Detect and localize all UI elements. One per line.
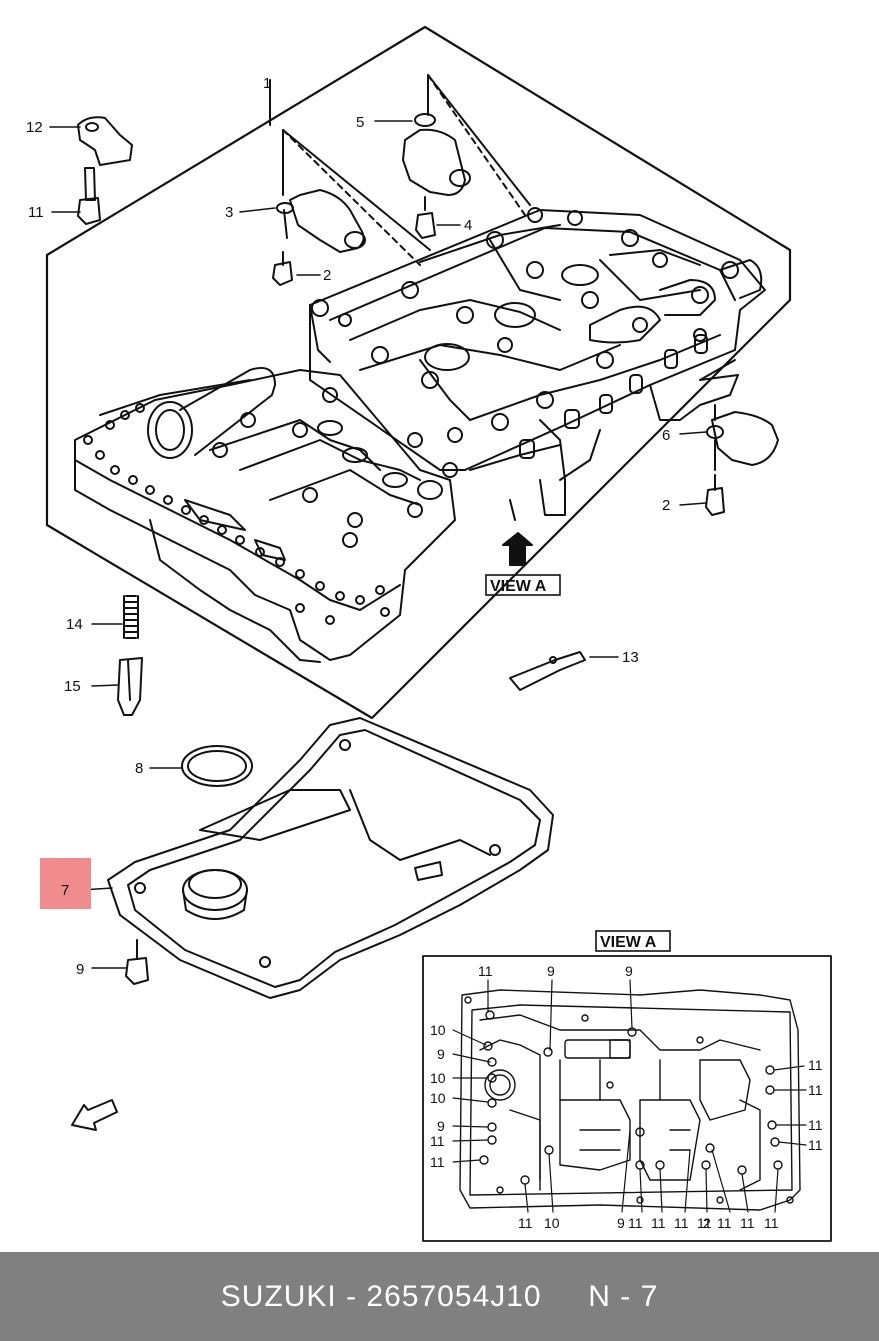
inset-bottom-6: 11 bbox=[697, 1215, 712, 1231]
part-number: 2657054J10 bbox=[366, 1280, 542, 1313]
inset-bottom-4: 11 bbox=[651, 1215, 666, 1231]
callout-4: 4 bbox=[464, 217, 472, 234]
inset-bottom-1: 10 bbox=[544, 1215, 560, 1231]
solenoid-5-illustration bbox=[402, 74, 531, 216]
inset-right-1: 11 bbox=[808, 1082, 823, 1098]
inset-left-3: 10 bbox=[430, 1090, 446, 1106]
inset-bottom-0: 11 bbox=[518, 1215, 533, 1231]
inset-top-2: 9 bbox=[625, 963, 633, 979]
o-ring-8-illustration bbox=[181, 745, 253, 787]
parts-diagram: 1 2 2 3 4 5 6 8 9 11 12 13 14 15 VIEW A … bbox=[26, 25, 832, 1242]
view-a-label-inset: VIEW A bbox=[600, 934, 657, 951]
bracket-13-illustration bbox=[509, 651, 586, 691]
valve-body-upper-illustration bbox=[309, 209, 766, 521]
oil-strainer-7-illustration bbox=[107, 717, 554, 999]
inset-left-1: 9 bbox=[437, 1046, 445, 1062]
callout-2-right: 2 bbox=[662, 497, 670, 514]
brand-name: SUZUKI bbox=[220, 1280, 337, 1313]
callout-14: 14 bbox=[66, 616, 83, 633]
callout-8: 8 bbox=[135, 760, 143, 777]
assembly-frame bbox=[45, 25, 792, 720]
inset-bottom-8: 11 bbox=[717, 1215, 732, 1231]
footer-caption: SUZUKI - 2657054J10 N - 7 bbox=[0, 1252, 879, 1341]
spring-14-illustration bbox=[123, 595, 139, 639]
footer-bar: SUZUKI - 2657054J10 N - 7 bbox=[0, 1252, 879, 1341]
solenoid-3-illustration bbox=[276, 129, 431, 266]
page-reference: N - 7 bbox=[588, 1280, 659, 1313]
front-valves-illustration bbox=[147, 366, 458, 548]
inset-bottom-10: 11 bbox=[764, 1215, 779, 1231]
callout-7-highlight bbox=[40, 858, 91, 909]
inset-left-0: 10 bbox=[430, 1022, 446, 1038]
fwd-arrow-icon bbox=[71, 1099, 118, 1131]
solenoid-6-illustration bbox=[706, 404, 779, 471]
inset-bottom-5: 11 bbox=[674, 1215, 689, 1231]
callout-7: 7 bbox=[61, 882, 69, 899]
inset-right-2: 11 bbox=[808, 1117, 823, 1133]
inset-bottom-9: 11 bbox=[740, 1215, 755, 1231]
callout-12: 12 bbox=[26, 119, 43, 136]
callout-13: 13 bbox=[622, 649, 639, 666]
bolt-illustrations bbox=[77, 167, 725, 985]
inset-left-4: 9 bbox=[437, 1118, 445, 1134]
inset-right-0: 11 bbox=[808, 1057, 823, 1073]
callout-5: 5 bbox=[356, 114, 364, 131]
bolt-heads-upper bbox=[311, 207, 739, 443]
inset-top-0: 11 bbox=[478, 963, 493, 979]
caption-separator: - bbox=[336, 1280, 367, 1313]
inset-bottom-7: 2 bbox=[703, 1215, 711, 1231]
callout-6: 6 bbox=[662, 427, 670, 444]
callout-2-top: 2 bbox=[323, 267, 331, 284]
inset-left-6: 11 bbox=[430, 1154, 445, 1170]
valve-body-lower-illustration bbox=[74, 369, 456, 663]
callout-15: 15 bbox=[64, 678, 81, 695]
view-a-arrow bbox=[502, 532, 533, 566]
inset-left-5: 11 bbox=[430, 1133, 445, 1149]
inset-top-1: 9 bbox=[547, 963, 555, 979]
callout-9: 9 bbox=[76, 961, 84, 978]
view-a-inset-illustration bbox=[459, 989, 801, 1211]
bracket-12-illustration bbox=[77, 116, 133, 166]
view-a-label-main: VIEW A bbox=[490, 578, 547, 595]
inset-bottom-2: 9 bbox=[617, 1215, 625, 1231]
inset-left-2: 10 bbox=[430, 1070, 446, 1086]
inset-right-3: 11 bbox=[808, 1137, 823, 1153]
view-a-inset-frame bbox=[422, 955, 832, 1242]
inset-bottom-3: 11 bbox=[628, 1215, 643, 1231]
callout-11: 11 bbox=[28, 204, 44, 221]
callout-3: 3 bbox=[225, 204, 233, 221]
callout-1: 1 bbox=[263, 75, 271, 92]
clip-15-illustration bbox=[117, 657, 143, 716]
